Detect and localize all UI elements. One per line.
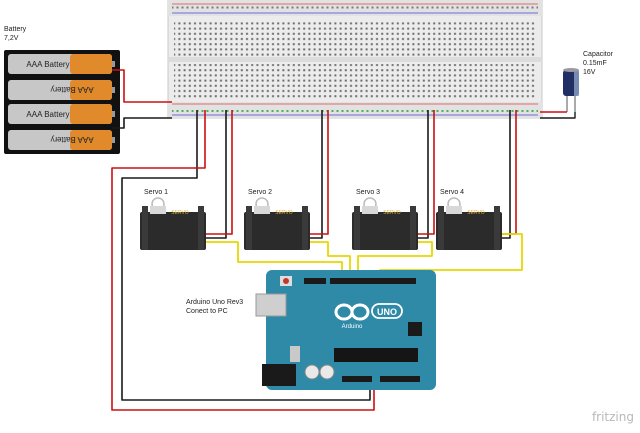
servo: SERVO Servo 3 <box>352 189 418 250</box>
battery-label-text: AAA Battery <box>26 60 69 69</box>
arduino-uno-mark: UNO <box>377 307 397 317</box>
fritzing-watermark: fritzing <box>591 410 634 424</box>
arduino-uno-board <box>255 270 436 390</box>
breadboard <box>167 0 543 119</box>
arduino-logo-text: Arduino <box>342 324 363 330</box>
servo-name-label: Servo 3 <box>356 189 380 196</box>
capacitor <box>563 68 579 112</box>
servo-brand-text: SERVO <box>383 210 401 216</box>
battery-label: Battery 7,2V <box>4 26 27 42</box>
servo: SERVO Servo 2 <box>244 189 310 250</box>
servo: SERVO Servo 1 <box>140 189 206 250</box>
battery-cell: AAA Battery <box>8 80 115 100</box>
battery-cell: AAA Battery <box>8 130 115 150</box>
arduino-label: Arduino Uno Rev3 Conect to PC <box>186 299 244 315</box>
servo-name-label: Servo 4 <box>440 189 464 196</box>
battery-label-text: AAA Battery <box>50 135 93 144</box>
servo-name-label: Servo 1 <box>144 189 168 196</box>
servo: SERVO Servo 4 <box>436 189 502 250</box>
battery-label-text: AAA Battery <box>26 110 69 119</box>
servo-name-label: Servo 2 <box>248 189 272 196</box>
battery-pack <box>4 50 120 154</box>
battery-cell: AAA Battery <box>8 54 115 74</box>
capacitor-label: Capacitor 0.15mF 16V <box>583 51 613 76</box>
servo-brand-text: SERVO <box>275 210 293 216</box>
servo-brand-text: SERVO <box>467 210 485 216</box>
battery-label-text: AAA Battery <box>50 85 93 94</box>
servo-brand-text: SERVO <box>171 210 189 216</box>
battery-cell: AAA Battery <box>8 104 115 124</box>
